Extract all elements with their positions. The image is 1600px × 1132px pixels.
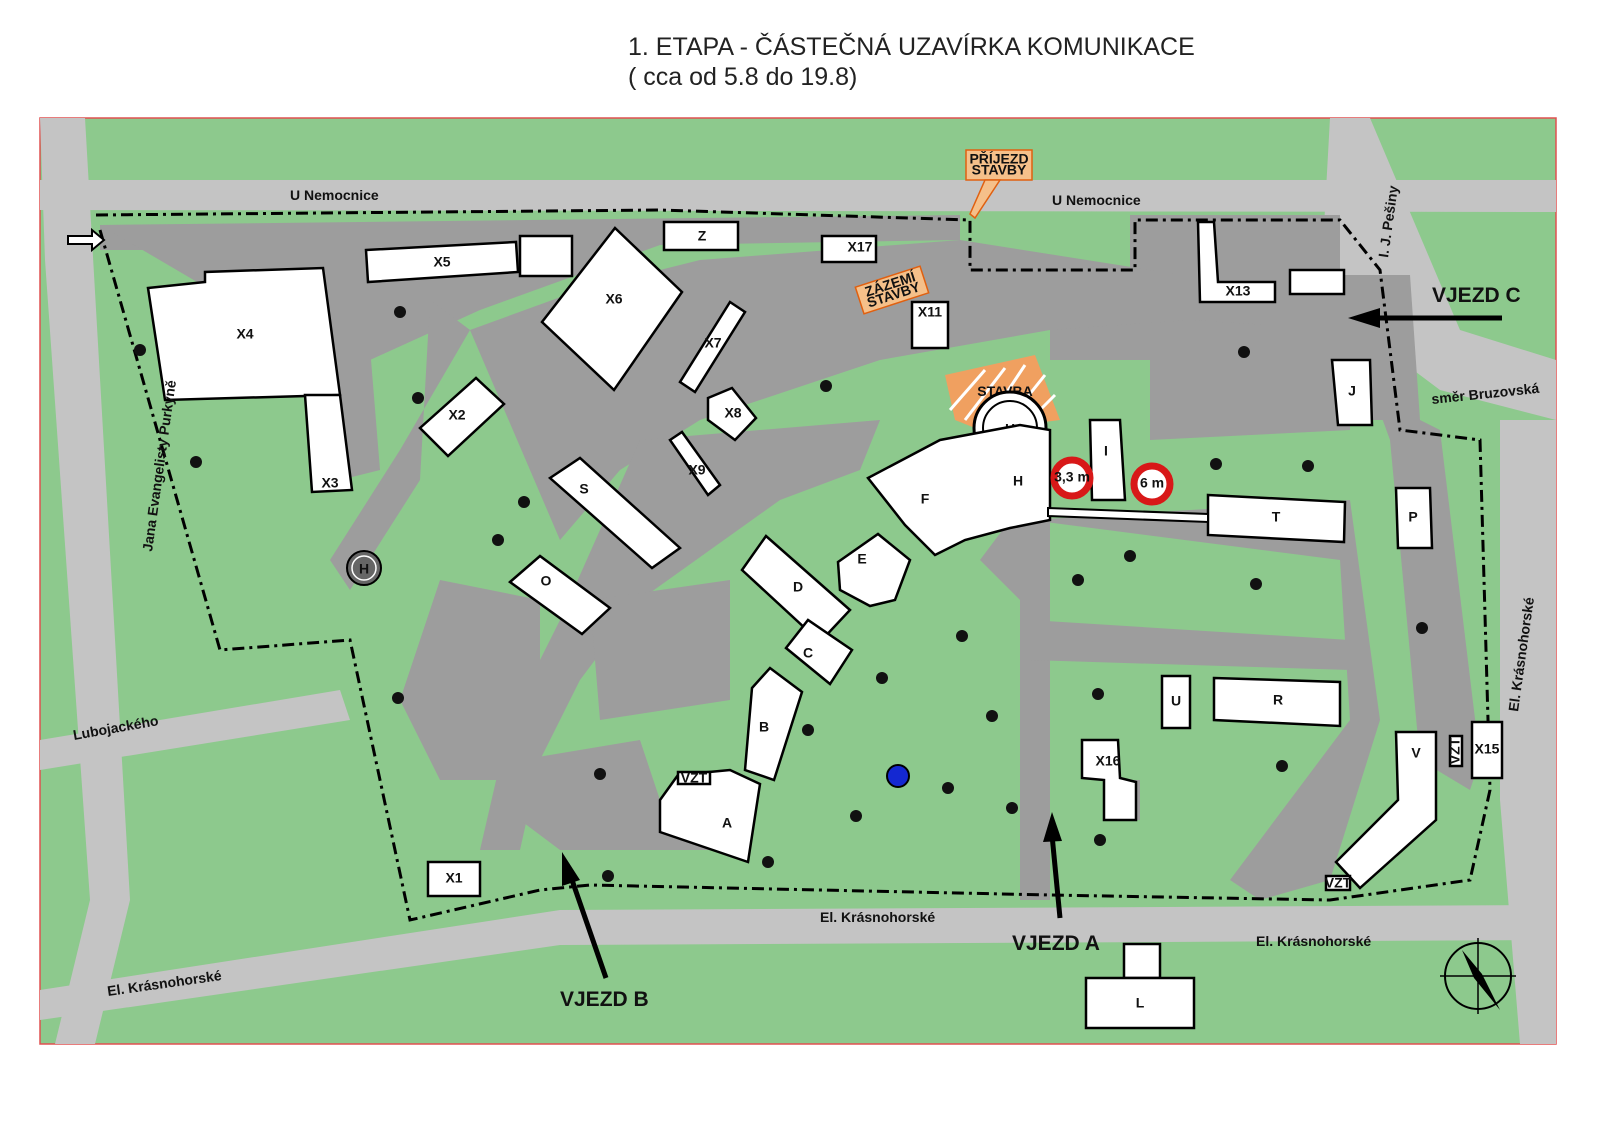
helipad-small-label: H — [359, 561, 369, 577]
compass-icon — [1440, 938, 1516, 1014]
vzt-near-v: VZT — [1325, 875, 1352, 891]
title-line-1: 1. ETAPA - ČÁSTEČNÁ UZAVÍRKA KOMUNIKACE — [628, 33, 1195, 61]
building-r: R — [1273, 692, 1283, 708]
building-u: U — [1171, 693, 1181, 709]
entrance-a-label: VJEZD A — [1012, 932, 1100, 955]
internal-roads — [100, 215, 1480, 900]
building-x11: X11 — [918, 304, 942, 320]
building-j: J — [1348, 383, 1356, 399]
svg-text:PŘÍJEZD: PŘÍJEZD — [969, 150, 1028, 167]
building-x9: X9 — [688, 462, 705, 478]
building-x16: X16 — [1096, 753, 1121, 769]
vzt-near-x15: VZT — [1447, 737, 1463, 764]
title-line-2: ( cca od 5.8 do 19.8) — [628, 63, 858, 91]
map-title: 1. ETAPA - ČÁSTEČNÁ UZAVÍRKA KOMUNIKACE … — [628, 32, 1195, 92]
entrance-arrow-c — [1348, 308, 1502, 328]
building-t: T — [1272, 509, 1281, 525]
entrance-b-label: VJEZD B — [560, 988, 649, 1011]
building-x15: X15 — [1475, 741, 1500, 757]
building-b: B — [759, 719, 769, 735]
svg-text:STAVBY: STAVBY — [972, 162, 1027, 178]
building-a: A — [722, 815, 732, 831]
hospital-boundary — [95, 208, 1492, 922]
building-x17: X17 — [848, 239, 873, 255]
building-h: H — [1013, 473, 1023, 489]
small-helipad: H — [346, 550, 382, 586]
building-x13: X13 — [1226, 283, 1251, 299]
connecting-walkway — [1047, 506, 1209, 524]
entrance-arrow-a — [1043, 812, 1063, 919]
building-x4: X4 — [236, 326, 253, 342]
street-krasnohorske-2: El. Krásnohorské — [820, 909, 935, 925]
building-z: Z — [698, 228, 707, 244]
building-d: D — [793, 579, 803, 595]
building-x3: X3 — [321, 475, 338, 491]
building-x8: X8 — [724, 405, 741, 421]
construction-access-sign: PŘÍJEZD STAVBY — [965, 149, 1033, 220]
buildings: X4 X3 X5 X6 Z X17 X11 X13 J X7 X8 X9 X2 … — [146, 220, 1504, 1030]
entry-arrow-top-left — [67, 227, 106, 253]
building-x2: X2 — [448, 407, 465, 423]
building-l: L — [1136, 995, 1145, 1011]
svg-text:3,3 m: 3,3 m — [1054, 469, 1090, 485]
building-p: P — [1408, 509, 1417, 525]
trees — [134, 306, 1428, 882]
building-o: O — [541, 573, 552, 589]
building-i: I — [1104, 443, 1108, 459]
building-x5: X5 — [433, 254, 450, 270]
building-x7: X7 — [704, 335, 721, 351]
building-x6: X6 — [605, 291, 622, 307]
svg-text:6 m: 6 m — [1140, 475, 1164, 491]
building-c: C — [803, 645, 813, 661]
building-f: F — [921, 491, 930, 507]
building-x1: X1 — [445, 870, 462, 886]
width-restriction-sign-2: 6 m — [1130, 462, 1174, 506]
fountain-marker — [886, 764, 910, 788]
building-v: V — [1411, 745, 1421, 761]
vzt-near-a: VZT — [681, 770, 708, 786]
street-u-nemocnice-right: U Nemocnice — [1052, 192, 1141, 208]
public-streets — [40, 118, 1556, 1044]
street-krasnohorske-3: El. Krásnohorské — [1256, 933, 1371, 949]
building-e: E — [857, 551, 866, 567]
street-u-nemocnice-left: U Nemocnice — [290, 187, 379, 203]
width-restriction-sign-1: 3,3 m — [1050, 456, 1094, 500]
entrance-c-label: VJEZD C — [1432, 284, 1521, 307]
building-s: S — [579, 481, 588, 497]
entrance-arrow-b — [562, 852, 609, 979]
